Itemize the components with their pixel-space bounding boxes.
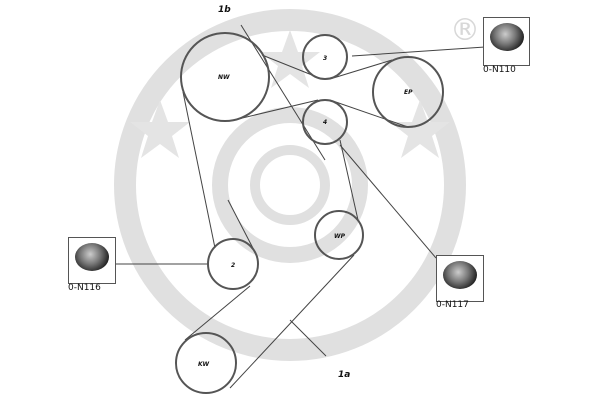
registered-mark: ® bbox=[450, 13, 480, 48]
pulley-wp bbox=[314, 210, 364, 260]
label-wp: WP bbox=[334, 233, 346, 240]
pulley-3 bbox=[302, 34, 348, 80]
label-3: 3 bbox=[323, 55, 327, 62]
pulley-kw bbox=[175, 332, 237, 394]
tensioner-icon bbox=[443, 261, 477, 289]
pulley-ep bbox=[372, 56, 444, 128]
label-nw: NW bbox=[218, 74, 230, 81]
tensioner-icon bbox=[490, 23, 524, 51]
part-n110-label: 0-N110 bbox=[483, 65, 516, 75]
pulley-4 bbox=[302, 99, 348, 145]
belt-lines bbox=[115, 24, 486, 389]
watermark-stars bbox=[130, 30, 450, 158]
label-2: 2 bbox=[231, 262, 235, 269]
part-n116-label: 0-N116 bbox=[68, 283, 101, 293]
label-4: 4 bbox=[323, 119, 327, 126]
label-1a: 1a bbox=[338, 370, 350, 380]
pulley-nw bbox=[180, 32, 270, 122]
label-1b: 1b bbox=[218, 5, 231, 15]
part-n117-label: 0-N117 bbox=[436, 300, 469, 310]
label-kw: KW bbox=[198, 361, 209, 368]
pulley-2 bbox=[207, 238, 259, 290]
part-n116-image[interactable] bbox=[68, 237, 116, 284]
part-n117-image[interactable] bbox=[436, 255, 484, 302]
label-ep: EP bbox=[404, 89, 413, 96]
part-n110-image[interactable] bbox=[483, 17, 530, 66]
tensioner-icon bbox=[75, 243, 109, 271]
watermark-logo bbox=[114, 9, 466, 361]
pulleys bbox=[175, 32, 444, 394]
